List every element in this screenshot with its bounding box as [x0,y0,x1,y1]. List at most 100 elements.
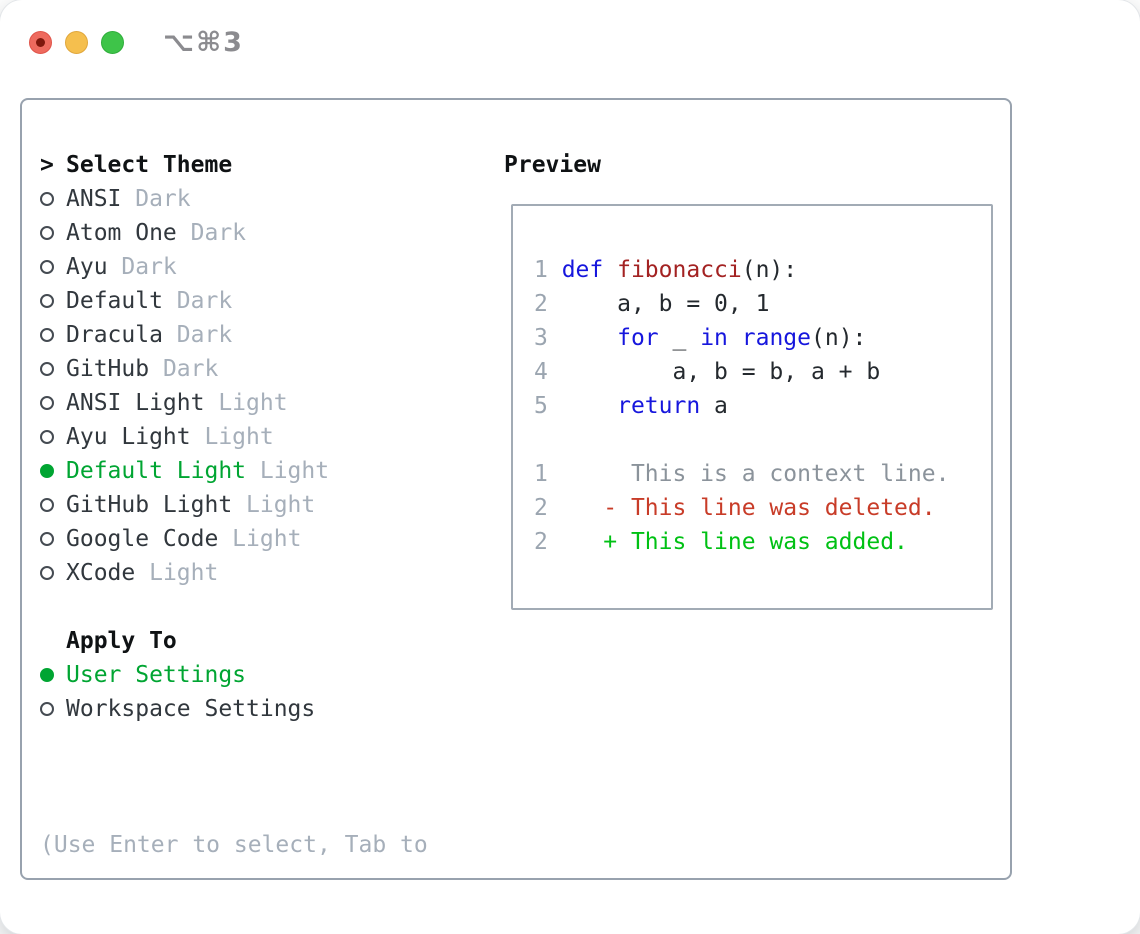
line-number: 1 [534,257,562,283]
window-title: ⌥⌘3 [163,27,244,58]
option-tag: Light [135,560,219,586]
close-dot-icon [36,38,45,47]
code-line: 2 - This line was deleted. [534,491,991,525]
line-number: 5 [534,393,562,419]
minimize-button[interactable] [65,31,88,54]
theme-option[interactable]: Atom One Dark [40,216,428,250]
theme-option[interactable]: Dracula Dark [40,318,428,352]
option-label: ANSI [66,186,122,212]
line-number: 1 [534,461,562,487]
radio-selected-icon [40,464,54,478]
option-label: Ayu Light [66,424,191,450]
code-token-plain: (n): [811,325,867,351]
code-line: 3 for _ in range(n): [534,321,991,355]
code-token-deleted: - This line was deleted. [603,495,936,521]
theme-option[interactable]: ANSI Light Light [40,386,428,420]
select-theme-header: > Select Theme [40,148,428,182]
code-token-plain [562,393,617,419]
code-line: 1 This is a context line. [534,457,991,491]
select-theme-title: Select Theme [66,152,233,178]
code-token-keyword: in [700,325,728,351]
option-label: GitHub [66,356,150,382]
zoom-button[interactable] [101,31,124,54]
option-tag: Dark [121,186,191,212]
code-token-keyword: for [617,325,659,351]
code-token-plain: a, b = b, a + b [561,359,881,385]
line-number: 2 [534,529,562,555]
radio-icon [40,702,54,716]
theme-option[interactable]: ANSI Dark [40,182,428,216]
theme-option[interactable]: Default Dark [40,284,428,318]
titlebar: ⌥⌘3 [29,27,244,58]
option-label: Google Code [66,526,219,552]
option-label: XCode [66,560,136,586]
code-token-plain: a, b = 0, 1 [561,291,770,317]
option-label: Default Light [66,458,247,484]
hint-line-1: (Use Enter to select, Tab to [40,832,428,858]
code-token-plain: _ [658,325,701,351]
apply-to-option[interactable]: User Settings [40,658,428,692]
code-token-plain: a [700,393,728,419]
radio-icon [40,260,54,274]
code-token-plain [562,529,604,555]
option-tag: Light [218,526,302,552]
option-tag: Light [246,458,330,484]
hint-line-2: change focus) [40,930,428,934]
preview-header: Preview [504,148,993,182]
radio-icon [40,192,54,206]
code-line: 1 def fibonacci(n): [534,253,991,287]
option-tag: Dark [176,220,247,246]
code-token-plain [562,495,604,521]
option-label: Workspace Settings [66,696,316,722]
code-token-keyword: return [617,393,701,419]
code-line: 4 a, b = b, a + b [534,355,991,389]
theme-option[interactable]: Default Light Light [40,454,428,488]
code-token-keyword: range [741,325,811,351]
theme-option[interactable]: Google Code Light [40,522,428,556]
code-token-function: fibonacci [617,257,742,283]
option-tag: Dark [149,356,219,382]
radio-icon [40,328,54,342]
apply-to-option[interactable]: Workspace Settings [40,692,428,726]
theme-option[interactable]: XCode Light [40,556,428,590]
theme-option[interactable]: GitHub Dark [40,352,428,386]
theme-option[interactable]: GitHub Light Light [40,488,428,522]
theme-option[interactable]: Ayu Dark [40,250,428,284]
option-tag: Light [190,424,274,450]
code-token-context: This is a context line. [561,461,950,487]
option-label: Ayu [66,254,108,280]
radio-icon [40,294,54,308]
radio-icon [40,396,54,410]
code-token-keyword: def [561,257,604,283]
option-tag: Dark [162,288,233,314]
apply-to-title: Apply To [66,628,177,654]
radio-icon [40,532,54,546]
option-label: Dracula [66,322,163,348]
code-line: 2 a, b = 0, 1 [534,287,991,321]
theme-option[interactable]: Ayu Light Light [40,420,428,454]
option-tag: Light [204,390,288,416]
code-token-plain [603,257,617,283]
option-label: User Settings [66,662,247,688]
option-label: Default [66,288,163,314]
option-tag: Light [232,492,316,518]
preview-column: Preview 1 def fibonacci(n):2 a, b = 0, 1… [504,148,993,610]
radio-icon [40,226,54,240]
close-button[interactable] [29,31,52,54]
spacer [40,726,428,760]
code-line: 5 return a [534,389,991,423]
radio-icon [40,498,54,512]
line-number: 3 [534,325,562,351]
radio-icon [40,566,54,580]
spacer [40,590,428,624]
option-label: ANSI Light [66,390,205,416]
option-tag: Dark [162,322,233,348]
radio-icon [40,362,54,376]
